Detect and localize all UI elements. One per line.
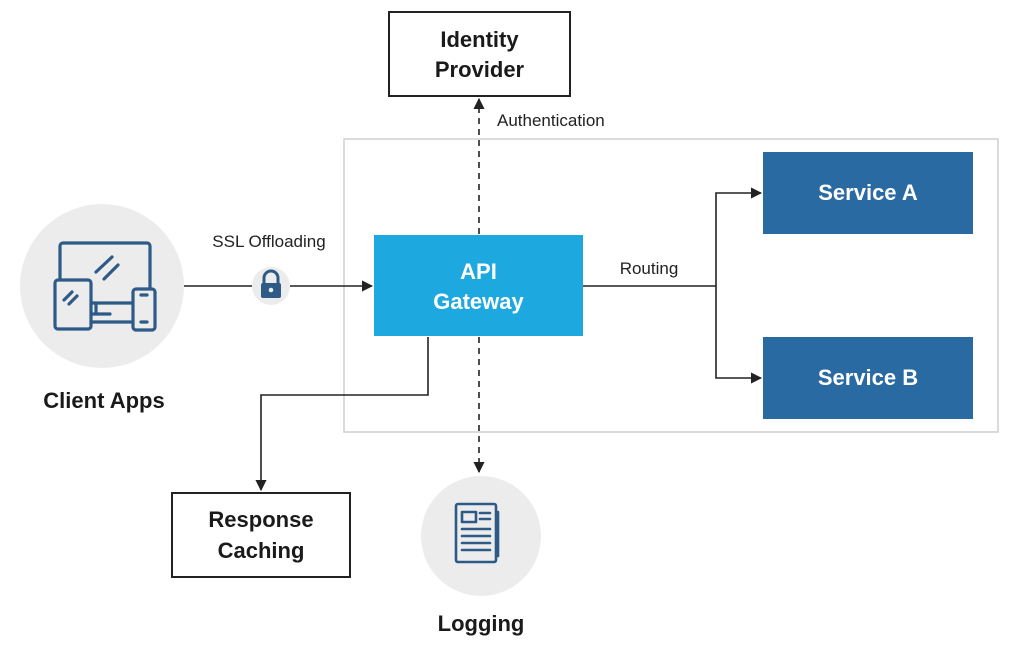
routing-to-service-b-arrow (715, 286, 763, 384)
routing-to-service-a-arrow (715, 187, 763, 286)
connectors (184, 97, 763, 492)
routing-label: Routing (620, 259, 679, 278)
identity-provider-label-2: Provider (435, 57, 525, 82)
authentication-label: Authentication (497, 111, 605, 130)
client-apps-caption: Client Apps (43, 388, 164, 413)
ssl-offloading-label: SSL Offloading (212, 232, 325, 251)
lock-icon (252, 267, 290, 305)
devices-icon (53, 241, 157, 332)
service-a-box: Service A (763, 152, 973, 234)
response-caching-label-1: Response (208, 507, 313, 532)
logging-node (421, 476, 541, 596)
api-gateway-box: API Gateway (374, 235, 583, 336)
api-gateway-label-1: API (460, 259, 497, 284)
service-b-box: Service B (763, 337, 973, 419)
service-b-label: Service B (818, 365, 918, 390)
api-gateway-label-2: Gateway (433, 289, 524, 314)
service-a-label: Service A (818, 180, 918, 205)
identity-provider-label-1: Identity (440, 27, 519, 52)
caching-arrow (255, 337, 429, 492)
client-apps-node (20, 204, 184, 368)
identity-provider-box: Identity Provider (388, 11, 571, 97)
response-caching-label-2: Caching (218, 538, 305, 563)
response-caching-box: Response Caching (171, 492, 351, 578)
document-icon (454, 502, 500, 564)
logging-caption: Logging (438, 611, 525, 636)
